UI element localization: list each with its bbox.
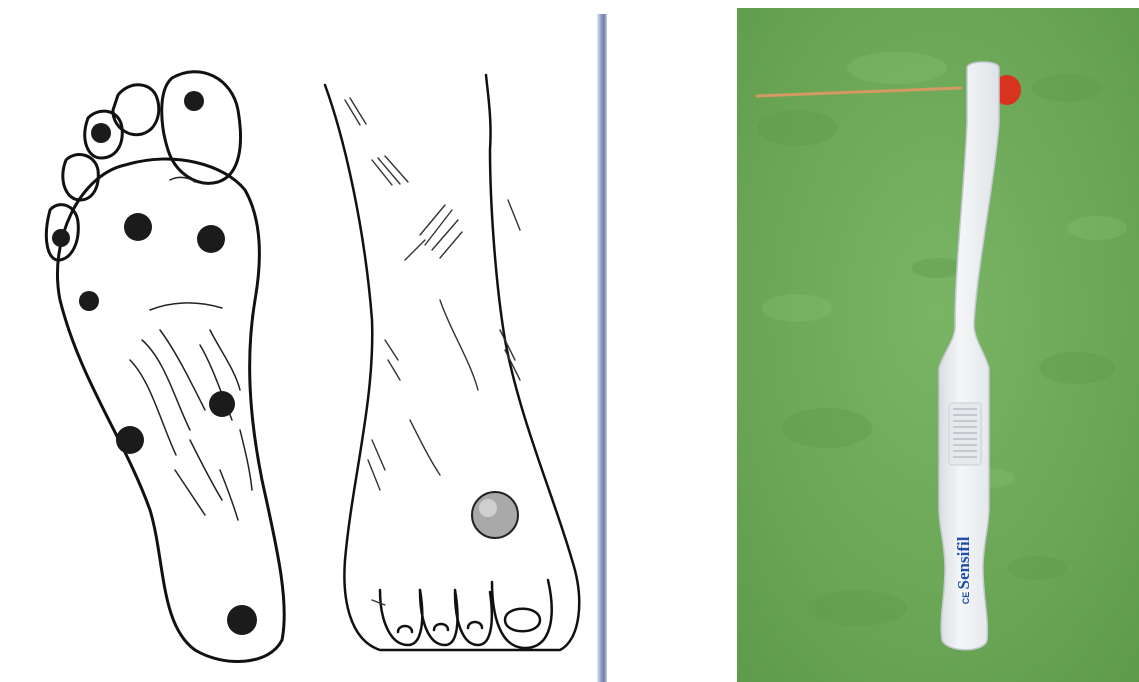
dorsal-test-site-dot bbox=[472, 492, 518, 538]
foot-drawing bbox=[0, 0, 600, 682]
toenail bbox=[468, 622, 482, 628]
ce-mark: CE bbox=[961, 592, 971, 605]
test-site-dot bbox=[227, 605, 257, 635]
brand-label: Sensifil bbox=[954, 536, 973, 589]
foot-illustration-panel bbox=[0, 0, 600, 682]
toenail bbox=[398, 626, 412, 632]
dorsum-toe bbox=[455, 592, 492, 645]
monofilament-photo: Sensifil CE bbox=[737, 8, 1139, 682]
test-site-dot bbox=[116, 426, 144, 454]
test-site-dot bbox=[79, 291, 99, 311]
test-site-dot bbox=[124, 213, 152, 241]
test-site-dot bbox=[52, 229, 70, 247]
test-site-dot bbox=[91, 123, 111, 143]
dot-highlight bbox=[479, 499, 497, 517]
toe-fourth-outline bbox=[63, 155, 98, 200]
dorsum-toe bbox=[492, 580, 552, 648]
dorsum-toe bbox=[380, 590, 422, 645]
sole-outline bbox=[57, 159, 284, 661]
sole-outline-group bbox=[46, 72, 284, 662]
test-site-dot bbox=[197, 225, 225, 253]
toe-second-outline bbox=[113, 85, 159, 135]
dorsum-toe bbox=[420, 590, 458, 645]
toe-big-outline bbox=[162, 72, 241, 184]
monofilament-photo-panel: Sensifil CE bbox=[737, 8, 1139, 682]
big-toenail bbox=[505, 609, 540, 632]
dorsum-outline bbox=[325, 75, 579, 650]
test-site-dot bbox=[184, 91, 204, 111]
green-background bbox=[737, 8, 1139, 682]
test-site-dot bbox=[209, 391, 235, 417]
grip-ridges bbox=[949, 403, 981, 465]
dorsum-outline-group bbox=[325, 75, 579, 650]
toenail bbox=[434, 624, 448, 630]
panel-divider bbox=[597, 14, 607, 682]
